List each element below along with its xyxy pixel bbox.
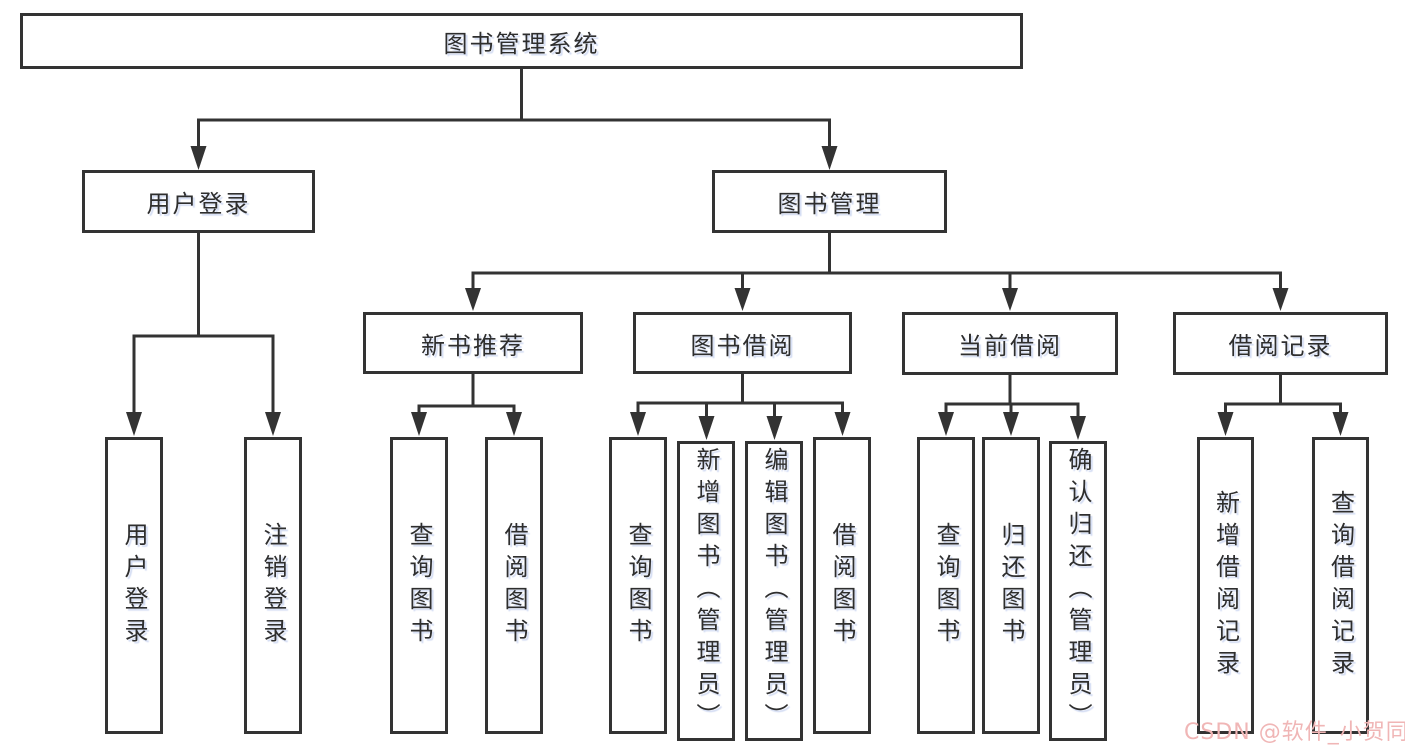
node-label: 新增图书（管理员） bbox=[692, 447, 720, 735]
leaf-edit-books-admin: 编辑图书（管理员） bbox=[745, 441, 803, 741]
node-label: 图书管理 bbox=[777, 190, 882, 218]
connector-userlogin-to-leaves bbox=[132, 231, 275, 415]
arrow-down-icon bbox=[465, 288, 481, 311]
arrow-down-icon bbox=[1332, 412, 1349, 436]
leaf-return-books: 归还图书 bbox=[982, 437, 1040, 734]
connector-currentborrow-to-leaves bbox=[944, 373, 1080, 419]
leaf-add-borrow-record: 新增借阅记录 bbox=[1197, 437, 1254, 734]
arrow-down-icon bbox=[1003, 412, 1019, 436]
csdn-watermark: CSDN @软件_小贺同学 bbox=[1184, 720, 1405, 745]
node-user-login: 用户登录 bbox=[82, 170, 315, 233]
node-label: 借阅图书 bbox=[828, 521, 856, 650]
leaf-borrow-books: 借阅图书 bbox=[485, 437, 543, 734]
arrow-down-icon bbox=[766, 416, 783, 440]
arrow-down-icon bbox=[126, 412, 142, 436]
node-label: 查询图书 bbox=[624, 521, 652, 650]
connector-bookborrow-to-leaves bbox=[636, 372, 844, 419]
node-label: 新书推荐 bbox=[421, 331, 525, 360]
arrow-down-icon bbox=[821, 146, 838, 170]
arrow-down-icon bbox=[190, 146, 207, 170]
leaf-query-borrow-record: 查询借阅记录 bbox=[1312, 437, 1369, 734]
connector-borrowrecord-to-leaves bbox=[1224, 373, 1342, 415]
node-borrowing-records: 借阅记录 bbox=[1173, 312, 1388, 375]
connector-newbook-to-leaves bbox=[417, 372, 516, 416]
connector-bookmgmt-to-level3 bbox=[471, 231, 1282, 292]
node-label: 用户登录 bbox=[120, 521, 148, 650]
leaf-add-books-admin: 新增图书（管理员） bbox=[677, 441, 735, 741]
arrow-down-icon bbox=[1002, 288, 1018, 311]
arrow-down-icon bbox=[834, 412, 851, 436]
arrowheads bbox=[126, 146, 1349, 440]
leaf-confirm-return-admin: 确认归还（管理员） bbox=[1049, 441, 1107, 741]
node-current-borrowing: 当前借阅 bbox=[902, 312, 1118, 375]
leaf-user-login: 用户登录 bbox=[105, 437, 163, 734]
node-label: 查询借阅记录 bbox=[1326, 489, 1355, 682]
leaf-logout: 注销登录 bbox=[244, 437, 302, 734]
node-book-borrowing: 图书借阅 bbox=[633, 312, 852, 374]
arrow-down-icon bbox=[938, 412, 954, 436]
node-label: 编辑图书（管理员） bbox=[760, 447, 788, 735]
node-label: 新增借阅记录 bbox=[1211, 489, 1240, 682]
arrow-down-icon bbox=[630, 412, 646, 436]
arrow-down-icon bbox=[1070, 416, 1086, 440]
node-label: 用户登录 bbox=[146, 190, 251, 218]
node-book-management: 图书管理 bbox=[712, 170, 947, 233]
arrow-down-icon bbox=[265, 412, 281, 436]
connector-root-to-level2 bbox=[197, 67, 831, 149]
node-library-management-system: 图书管理系统 bbox=[20, 13, 1023, 69]
node-label: 查询图书 bbox=[405, 521, 433, 650]
arrow-down-icon bbox=[506, 412, 522, 436]
node-label: 借阅图书 bbox=[500, 521, 528, 650]
leaf-query-books: 查询图书 bbox=[917, 437, 975, 734]
leaf-query-books: 查询图书 bbox=[390, 437, 448, 734]
leaf-borrow-books: 借阅图书 bbox=[813, 437, 871, 734]
node-label: 图书借阅 bbox=[690, 331, 795, 360]
node-label: 注销登录 bbox=[259, 521, 287, 650]
node-label: 确认归还（管理员） bbox=[1064, 447, 1092, 735]
node-label: 当前借阅 bbox=[958, 332, 1062, 360]
connector-lines bbox=[132, 67, 1342, 419]
node-label: 归还图书 bbox=[997, 521, 1025, 650]
arrow-down-icon bbox=[411, 412, 427, 436]
arrow-down-icon bbox=[1217, 412, 1234, 436]
arrow-down-icon bbox=[698, 416, 715, 440]
node-new-book-recommendation: 新书推荐 bbox=[363, 312, 583, 374]
leaf-query-books: 查询图书 bbox=[609, 437, 667, 734]
node-label: 图书管理系统 bbox=[443, 29, 600, 58]
node-label: 查询图书 bbox=[932, 521, 960, 650]
arrow-down-icon bbox=[734, 288, 751, 311]
arrow-down-icon bbox=[1272, 288, 1289, 311]
node-label: 借阅记录 bbox=[1228, 332, 1333, 360]
